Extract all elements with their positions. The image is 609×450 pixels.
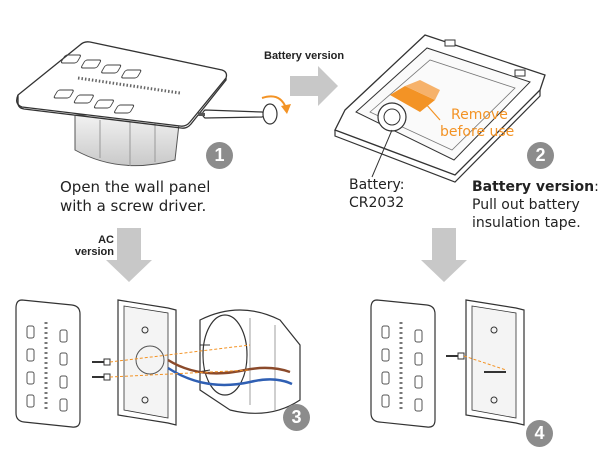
- step-badge-4: 4: [526, 420, 553, 447]
- remove-label-line2: before use: [440, 124, 515, 140]
- battery-label-line2: CR2032: [349, 195, 405, 211]
- screwdriver-icon: [198, 103, 278, 125]
- step2-caption-line2: Pull out battery: [472, 197, 580, 213]
- battery-label-line1: Battery:: [349, 177, 405, 193]
- ac-version-label-line1: AC: [98, 234, 114, 246]
- step-badge-2: 2: [527, 142, 554, 169]
- step2-caption-title: Battery version:: [472, 179, 599, 196]
- arrow-down-icon: [421, 228, 467, 282]
- step1-caption-line1: Open the wall panel: [60, 178, 211, 196]
- step1-panel-illustration: [16, 41, 228, 167]
- arrow-down-icon: [106, 228, 152, 282]
- step2-caption-line3: insulation tape.: [472, 215, 581, 231]
- step2-caption-colon: :: [594, 179, 599, 195]
- step2-open-panel-illustration: [334, 34, 546, 183]
- step1-caption-line2: with a screw driver.: [60, 197, 207, 215]
- ac-version-label-line2: version: [74, 246, 114, 258]
- step-badge-3: 3: [283, 404, 310, 431]
- battery-version-arrow-label: Battery version: [264, 50, 345, 62]
- step-badge-1: 1: [206, 142, 233, 169]
- step3-ac-exploded-illustration: [15, 299, 301, 428]
- arrow-right-icon: [290, 66, 338, 106]
- rotate-arrow-icon: [261, 95, 291, 114]
- remove-label-line1: Remove: [451, 107, 508, 123]
- step4-battery-exploded-illustration: [370, 299, 525, 428]
- step2-caption-title-text: Battery version: [472, 179, 595, 195]
